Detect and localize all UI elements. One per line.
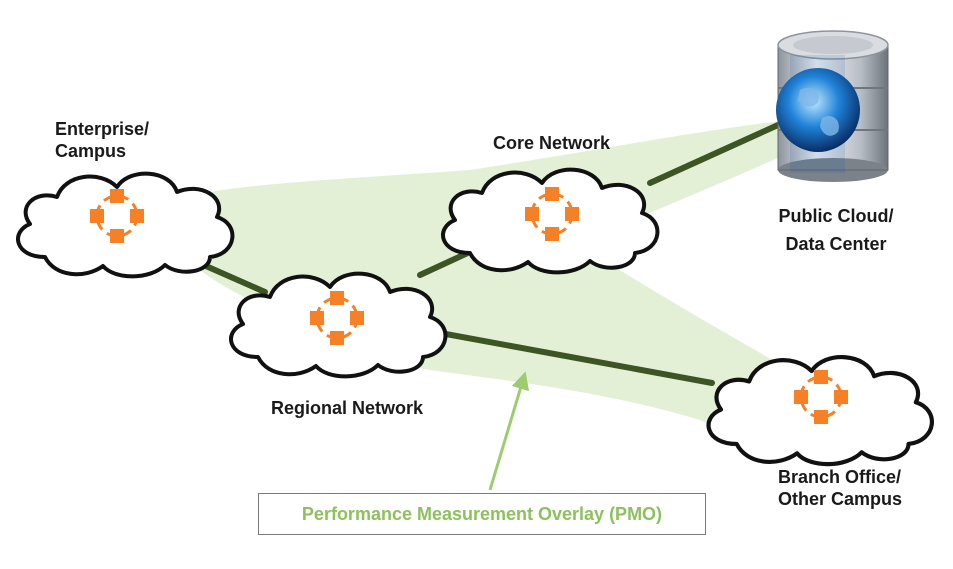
pmo-label: Performance Measurement Overlay (PMO) bbox=[301, 503, 663, 524]
branch-office-label: Branch Office/ Other Campus bbox=[778, 466, 902, 510]
enterprise-label-line2: Campus bbox=[55, 141, 127, 161]
regional-network-label: Regional Network bbox=[271, 398, 424, 418]
enterprise-campus-label: Enterprise/ Campus bbox=[55, 118, 149, 162]
branch-label-line2: Other Campus bbox=[778, 489, 903, 509]
pmo-overlay-region bbox=[160, 120, 845, 447]
database-globe-icon bbox=[776, 30, 889, 182]
branch-label-line1: Branch Office/ bbox=[778, 467, 902, 487]
link-regional-branch bbox=[432, 329, 715, 386]
public-cloud-label: Public Cloud/ Data Center bbox=[776, 205, 896, 255]
enterprise-label-line1: Enterprise/ bbox=[55, 119, 150, 139]
pmo-pointer-arrow bbox=[488, 371, 530, 491]
cloud-icon bbox=[15, 171, 235, 279]
pmo-label-box: Performance Measurement Overlay (PMO) bbox=[258, 493, 706, 535]
link-core-cloud bbox=[647, 122, 781, 186]
cloud-label-line1: Public Cloud/ bbox=[778, 206, 894, 226]
cloud-label-line2: Data Center bbox=[785, 234, 887, 254]
core-network-label: Core Network bbox=[493, 133, 611, 153]
